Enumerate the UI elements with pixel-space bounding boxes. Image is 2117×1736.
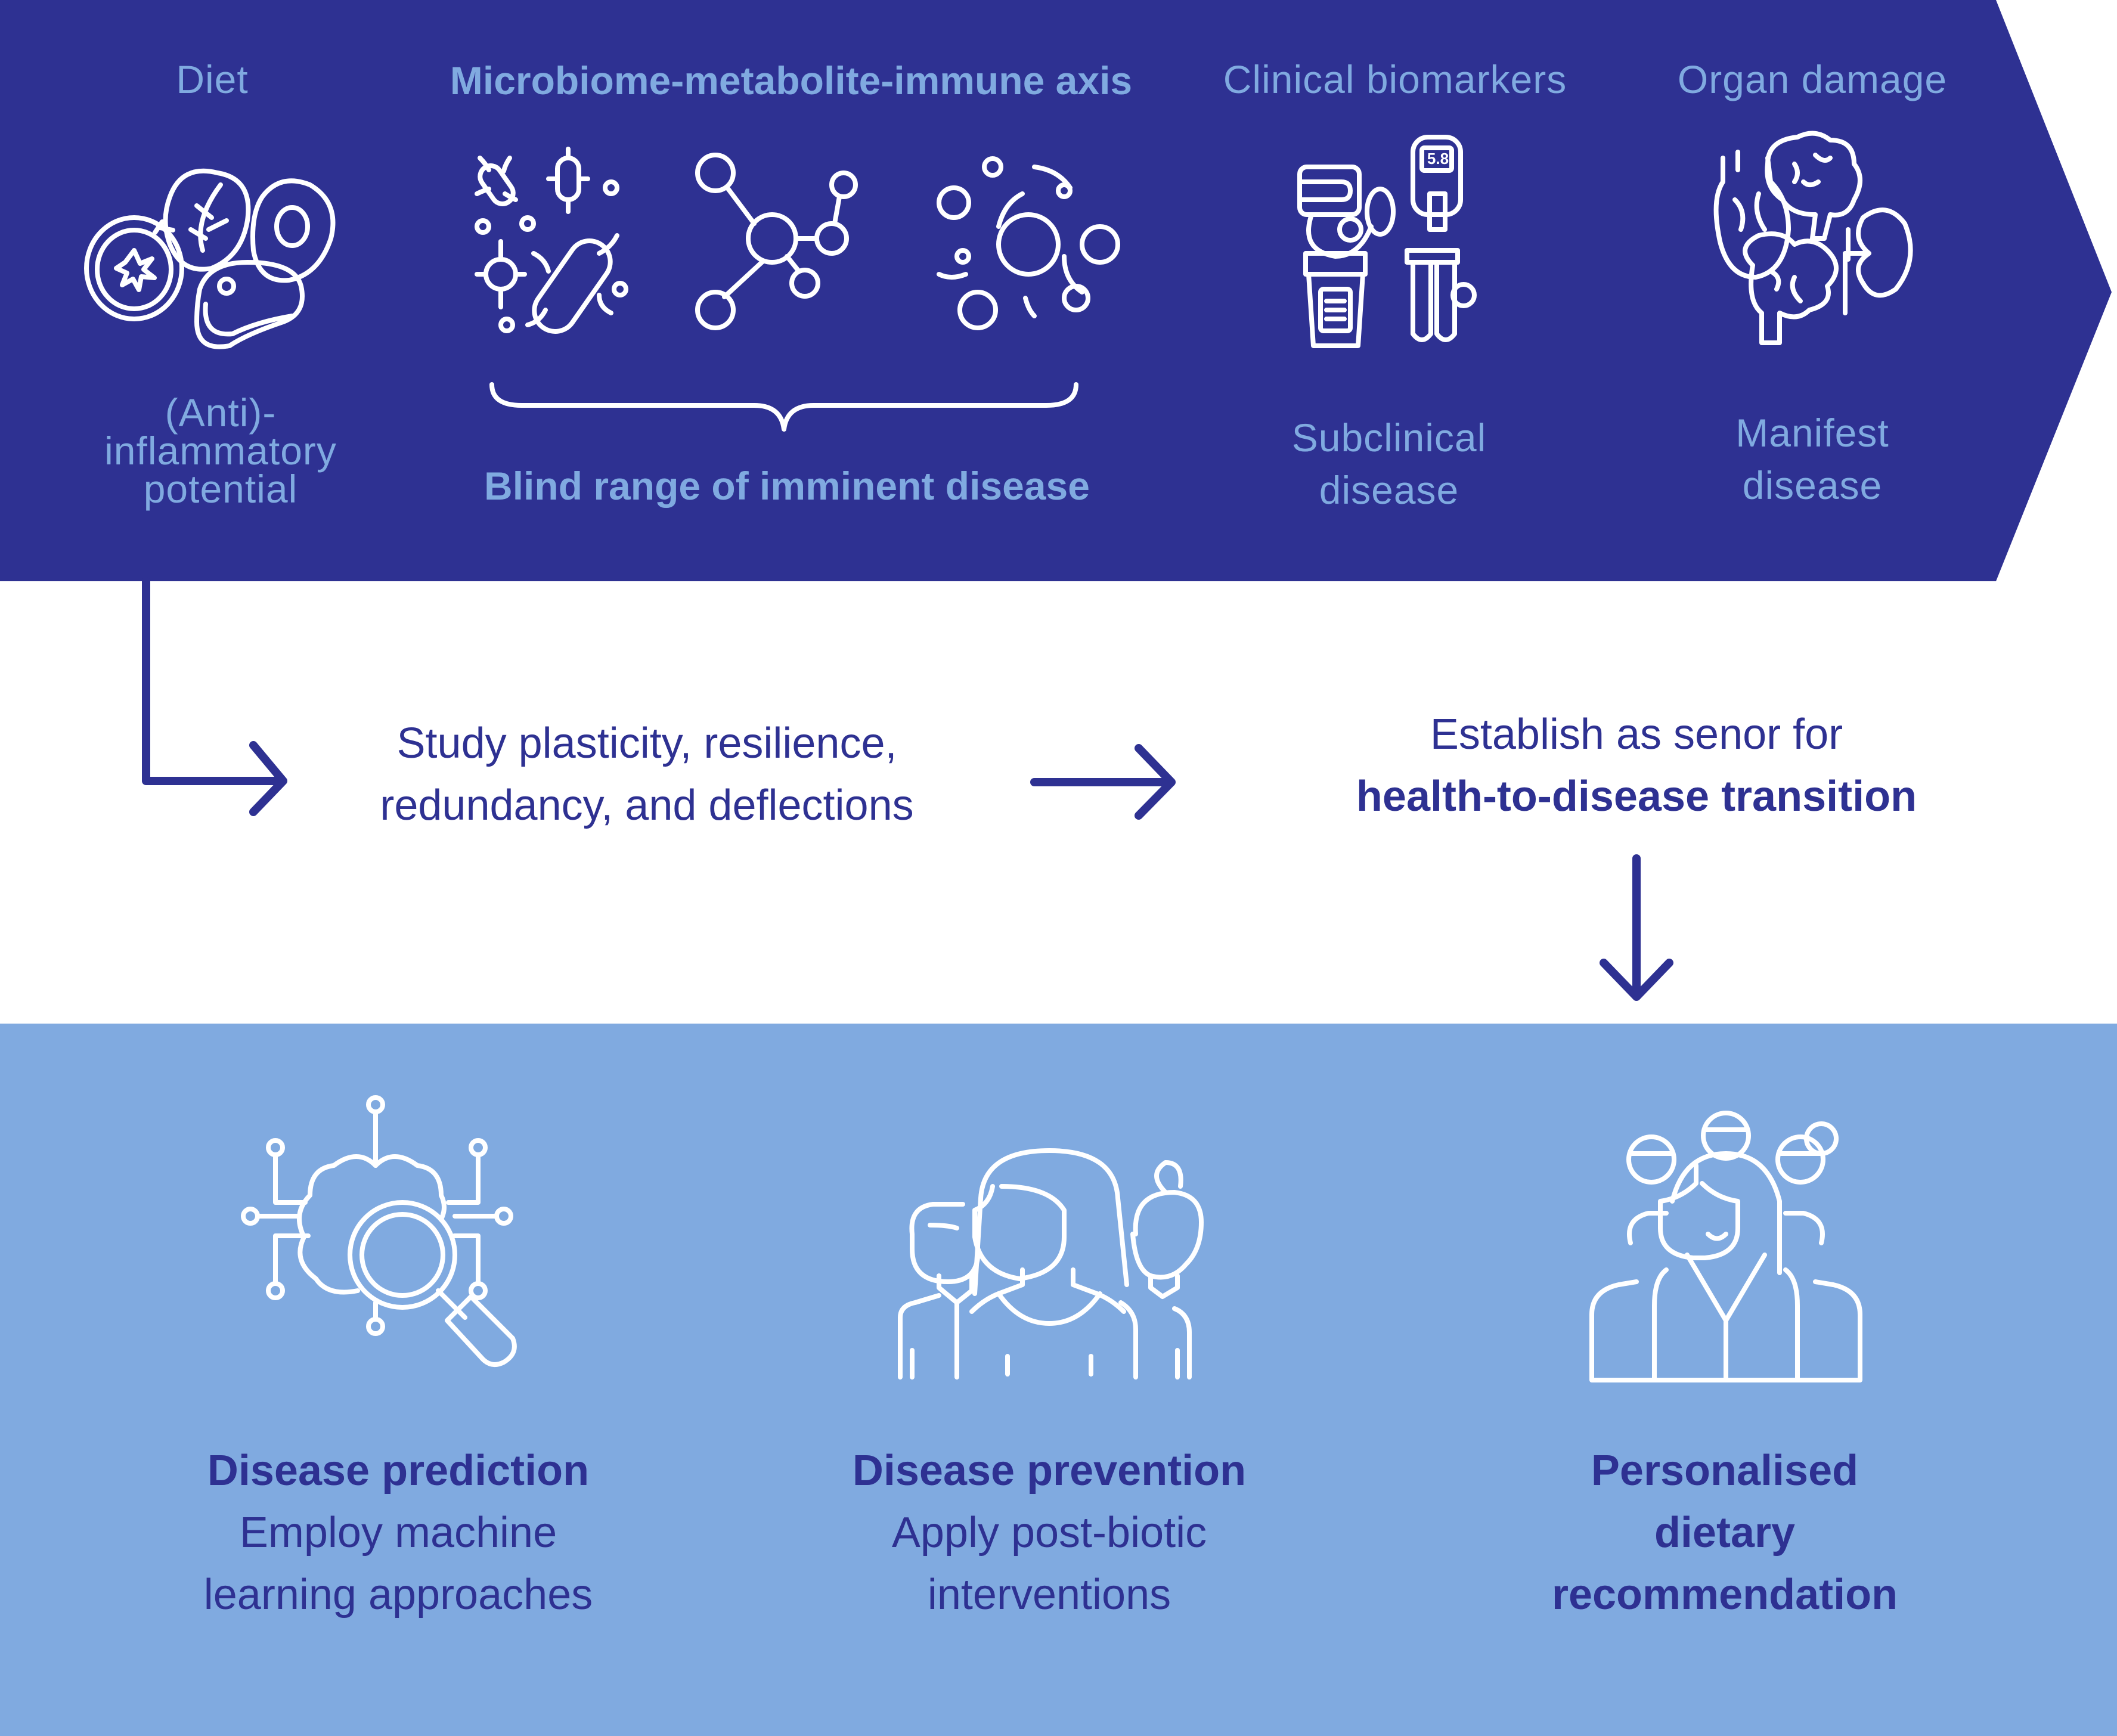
organs-caption-line: Manifest xyxy=(1735,411,1889,455)
outcome-title: Disease prevention xyxy=(852,1447,1247,1495)
organs-caption: Manifest disease xyxy=(1735,407,1889,512)
banner-arrow-shape xyxy=(0,0,2112,581)
study-line: redundancy, and deflections xyxy=(380,782,914,829)
glucometer-icon xyxy=(1411,135,1463,217)
test-tubes-icon xyxy=(1405,248,1460,342)
diet-caption-line: (Anti)- xyxy=(165,390,277,435)
bacteria-icon xyxy=(475,147,628,334)
biomarkers-title: Clinical biomarkers xyxy=(1223,57,1567,101)
family-icon xyxy=(898,1148,1204,1380)
establish-text: Establish as senor for health-to-disease… xyxy=(1356,703,1917,827)
kidney-icon xyxy=(1843,207,1913,315)
outcome-personalised: Personalised dietary recommendation xyxy=(1552,1440,1898,1626)
diet-caption-line: potential xyxy=(143,467,298,511)
egg-icon xyxy=(250,178,336,283)
biomarkers-caption: Subclinical disease xyxy=(1292,411,1487,516)
pipeline-banner xyxy=(0,0,2112,581)
diet-caption-line: inflammatory xyxy=(104,429,337,473)
group-icon xyxy=(1589,1111,1862,1382)
right-arrow xyxy=(1030,744,1176,820)
axis-caption: Blind range of imminent disease xyxy=(484,464,1090,508)
study-text: Study plasticity, resilience, redundancy… xyxy=(380,712,913,836)
cells-icon xyxy=(937,156,1120,330)
steak-icon xyxy=(194,260,305,349)
brain-magnifier-icon xyxy=(241,1095,517,1367)
molecule-icon xyxy=(695,153,858,330)
organs-caption-line: disease xyxy=(1742,463,1883,507)
outcome-title-line: recommendation xyxy=(1551,1571,1898,1619)
blood-pressure-monitor-icon xyxy=(1297,165,1362,217)
intestine-icon xyxy=(1743,231,1839,345)
outcome-line: interventions xyxy=(927,1571,1171,1619)
outcome-line: Apply post-biotic xyxy=(891,1509,1207,1557)
outcome-prevention: Disease prevention Apply post-biotic int… xyxy=(853,1440,1246,1626)
diet-caption: (Anti)- inflammatory potential xyxy=(104,390,337,511)
outcome-title-line: dietary xyxy=(1654,1509,1796,1557)
outcome-prediction: Disease prediction Employ machine learni… xyxy=(204,1440,593,1626)
glucometer-reading: 5.8 xyxy=(1427,150,1449,168)
down-arrow xyxy=(1600,854,1673,1001)
establish-line: Establish as senor for xyxy=(1430,711,1843,758)
brain-icon xyxy=(1765,131,1862,241)
axis-title: Microbiome-metabolite-immune axis xyxy=(450,58,1133,103)
heart-icon xyxy=(1713,150,1791,280)
biomarkers-caption-line: Subclinical xyxy=(1291,416,1487,460)
outcome-title-line: Personalised xyxy=(1591,1447,1859,1495)
outcome-line: Employ machine xyxy=(239,1509,557,1557)
tomato-icon xyxy=(84,215,184,321)
food-icon xyxy=(84,168,336,349)
organs-title: Organ damage xyxy=(1677,57,1948,101)
elbow-arrow xyxy=(142,577,287,816)
diet-title: Diet xyxy=(176,57,249,101)
curly-brace xyxy=(489,382,1078,432)
lettuce-icon xyxy=(163,168,251,272)
organs-icon xyxy=(1713,131,1913,345)
establish-bold: health-to-disease transition xyxy=(1356,773,1917,820)
outcome-title: Disease prediction xyxy=(207,1447,590,1495)
study-line: Study plasticity, resilience, xyxy=(396,720,897,767)
medical-devices-icon xyxy=(1297,135,1477,348)
outcome-line: learning approaches xyxy=(203,1571,593,1619)
biomarkers-caption-line: disease xyxy=(1319,468,1459,512)
